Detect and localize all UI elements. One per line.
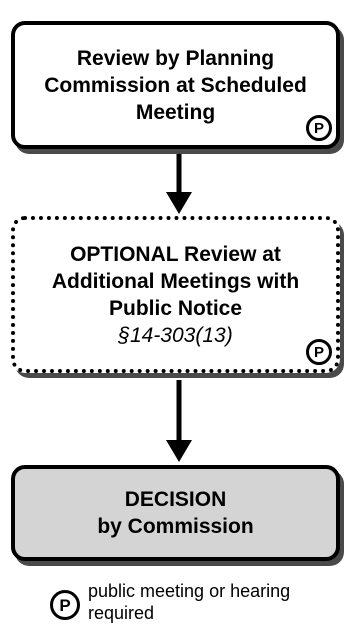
step-2-line-3: Public Notice xyxy=(108,296,243,320)
legend: P public meeting or hearing required xyxy=(50,580,350,630)
step-planning-commission-review: Review by Planning Commission at Schedul… xyxy=(11,21,340,149)
public-meeting-badge-icon: P xyxy=(306,339,332,365)
legend-text: public meeting or hearing required xyxy=(88,581,291,623)
step-decision: DECISION by Commission xyxy=(11,465,340,561)
public-meeting-badge-icon: P xyxy=(306,115,332,141)
flow-arrow-1 xyxy=(166,154,192,214)
step-2-citation: §14-303(13) xyxy=(118,323,233,347)
flow-arrow-2-head xyxy=(166,440,192,462)
step-2-line-1: OPTIONAL Review at xyxy=(70,242,281,266)
step-2-line-2: Additional Meetings with xyxy=(51,269,300,293)
public-meeting-legend-icon: P xyxy=(50,590,80,620)
step-1-line-3: Meeting xyxy=(135,100,216,124)
step-1-line-2: Commission at Scheduled xyxy=(44,73,307,97)
flow-arrow-1-head xyxy=(166,192,192,214)
step-optional-review: OPTIONAL Review at Additional Meetings w… xyxy=(11,216,340,373)
step-3-line-1: DECISION xyxy=(124,488,227,511)
step-3-line-2: by Commission xyxy=(97,515,254,538)
flow-arrow-2 xyxy=(166,380,192,462)
step-1-line-1: Review by Planning xyxy=(76,46,275,70)
